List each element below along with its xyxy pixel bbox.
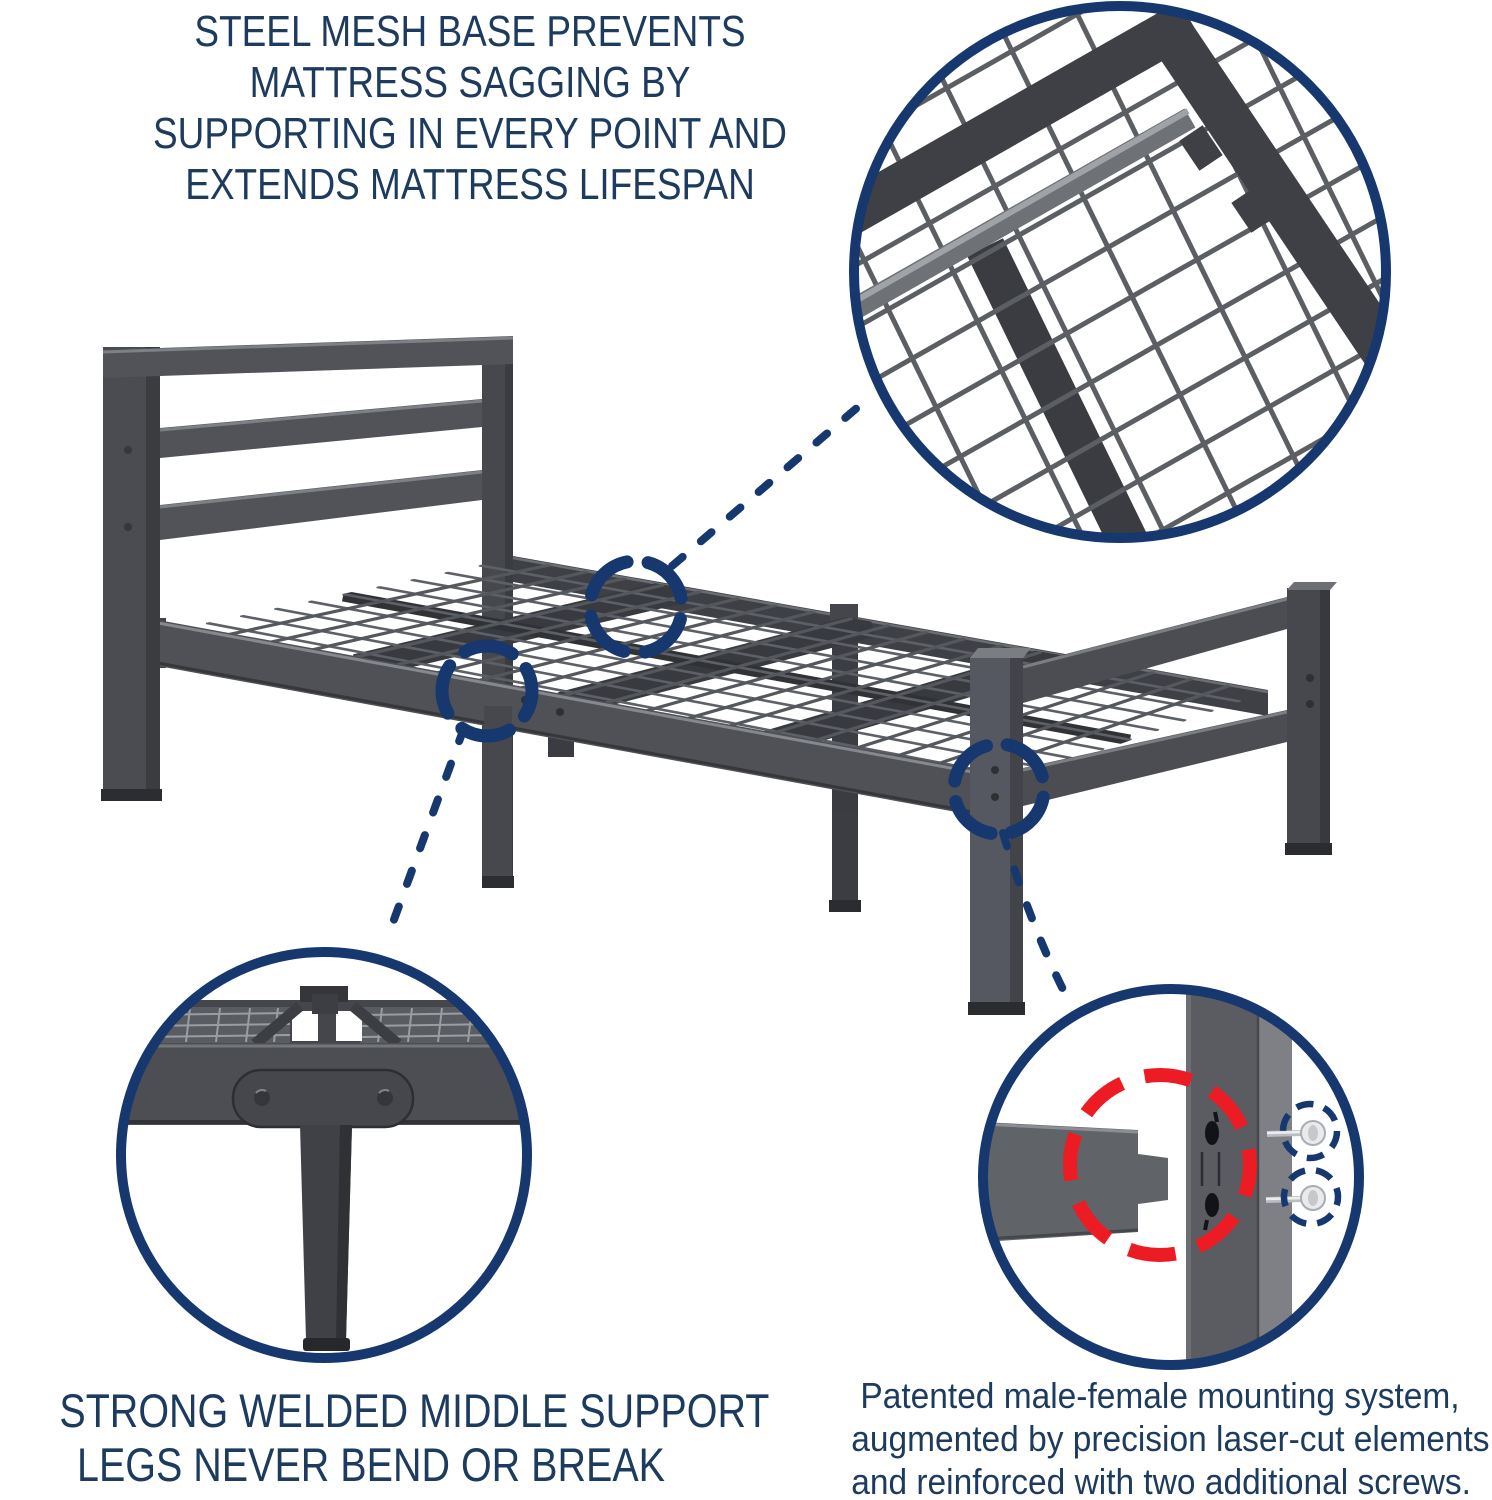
inset-border-circle	[978, 984, 1364, 1370]
caption-line: LEGS NEVER BEND OR BREAK	[77, 1438, 665, 1491]
caption-line: MATTRESS SAGGING BY	[249, 58, 691, 107]
caption-line: augmented by precision laser-cut element…	[851, 1418, 1492, 1459]
footboard-bottom-rail	[1022, 710, 1288, 806]
screw-icon	[1265, 1166, 1342, 1228]
caption-mesh-base: STEEL MESH BASE PREVENTS MATTRESS SAGGIN…	[40, 6, 900, 210]
bed-frame	[101, 336, 1337, 1015]
caption-mounting-system: Patented male-female mounting system, au…	[828, 1374, 1492, 1500]
footboard-top-rail	[1022, 597, 1288, 703]
headboard	[101, 336, 514, 801]
headboard-top-rail	[102, 336, 514, 378]
zoom-inset-mesh-base	[849, 1, 1391, 543]
caption-line: SUPPORTING IN EVERY POINT AND	[153, 109, 787, 158]
connector-line-mesh	[668, 403, 862, 570]
zoom-inset-mounting-system	[978, 984, 1364, 1370]
connector-line-mounting	[999, 829, 1074, 1007]
caption-line: EXTENDS MATTRESS LIFESPAN	[185, 160, 755, 209]
headboard-slat-1	[159, 399, 483, 458]
male-rail-detail	[983, 1122, 1168, 1242]
caption-middle-support: STRONG WELDED MIDDLE SUPPORT LEGS NEVER …	[0, 1384, 770, 1492]
caption-line: STEEL MESH BASE PREVENTS	[194, 7, 746, 56]
footboard	[968, 582, 1337, 1015]
headboard-near-post	[101, 347, 162, 801]
welded-plate	[231, 1068, 415, 1129]
callouts	[384, 403, 1074, 1007]
footboard-far-post	[1285, 582, 1337, 855]
callout-ring-mesh-icon	[583, 554, 689, 660]
caption-line: STRONG WELDED MIDDLE SUPPORT	[59, 1384, 770, 1437]
connector-line-middle-leg	[384, 724, 468, 940]
highlight-ring-icon	[1063, 1068, 1257, 1262]
callout-ring-mounting-icon	[947, 737, 1051, 841]
support-leg-detail	[300, 1125, 352, 1351]
leg-post-detail	[1186, 989, 1292, 1365]
inset-border-circle	[849, 1, 1391, 543]
inset-border-circle	[116, 947, 532, 1363]
caption-line: and reinforced with two additional screw…	[851, 1461, 1471, 1500]
caption-line: Patented male-female mounting system,	[860, 1375, 1460, 1416]
screw-icon	[1266, 1100, 1341, 1162]
callout-ring-middle-leg-icon	[435, 639, 539, 743]
headboard-slat-2	[159, 470, 483, 540]
zoom-inset-middle-leg	[116, 947, 532, 1363]
